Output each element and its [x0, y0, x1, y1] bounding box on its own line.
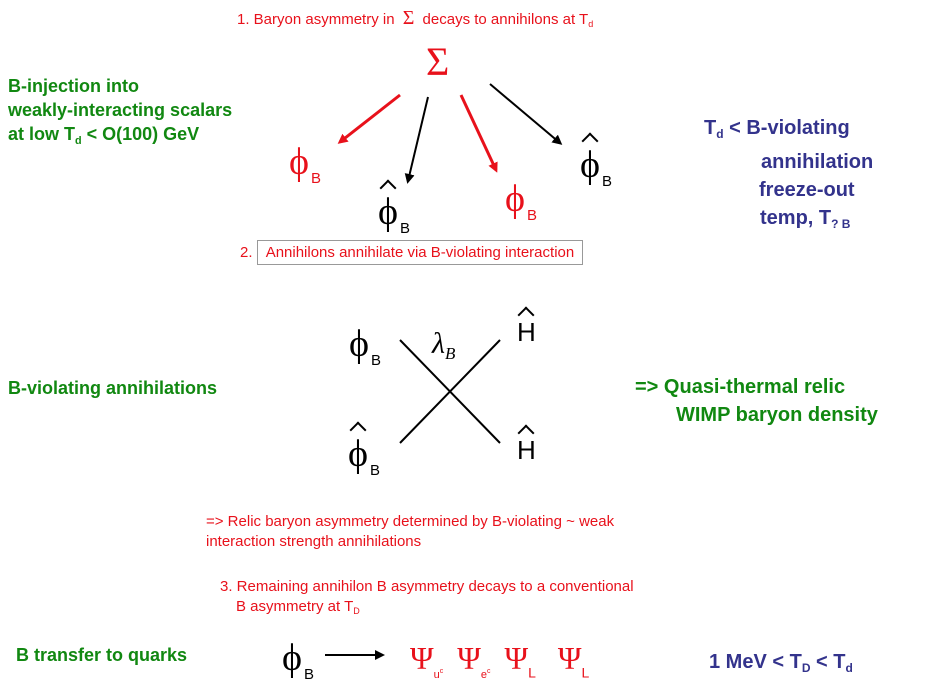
b-injection-label: B-injection into weakly-interacting scal… — [8, 76, 233, 147]
lambda-b: λB — [432, 327, 456, 363]
step1-text: 1. Baryon asymmetry in Σ decays to annih… — [237, 7, 594, 30]
arrow-sigma-to-phi-right — [459, 94, 498, 173]
arrow-sigma-to-phihat-left — [404, 96, 429, 184]
h-hat-top: H — [517, 317, 536, 347]
b-transfer-label: B transfer to quarks — [16, 645, 188, 665]
arrow-sigma-to-phi-left — [337, 93, 401, 144]
arrow-sigma-to-phihat-right — [489, 83, 563, 145]
step2-box: Annihilons annihilate via B-violating in… — [256, 240, 584, 265]
step3-text: 3. Remaining annihilon B asymmetry decay… — [220, 578, 634, 617]
psi-products: Ψuc Ψec ΨL ΨL — [410, 640, 589, 681]
quasi-thermal-label: => Quasi-thermal relic WIMP baryon densi… — [635, 376, 878, 426]
b-violating-annihilations-label: B-violating annihilations — [8, 378, 218, 398]
temperature-range: 1 MeV < TD < Td — [709, 651, 853, 676]
step2-text: 2. Annihilons annihilate via B-violating… — [240, 240, 584, 265]
psi-l-1: ΨL — [504, 640, 536, 681]
sigma-symbol: Σ — [426, 39, 450, 84]
psi-e: Ψec — [457, 640, 491, 681]
h-hat-bottom: H — [517, 435, 536, 465]
psi-l-2: ΨL — [557, 640, 590, 681]
sigma-small: Σ — [402, 7, 415, 29]
annihilation-line-2 — [399, 339, 501, 444]
freeze-out-label: Td < B-violating annihilation freeze-out… — [704, 117, 874, 232]
psi-u: Ψuc — [410, 640, 444, 681]
relic-note: => Relic baryon asymmetry determined by … — [206, 513, 615, 550]
